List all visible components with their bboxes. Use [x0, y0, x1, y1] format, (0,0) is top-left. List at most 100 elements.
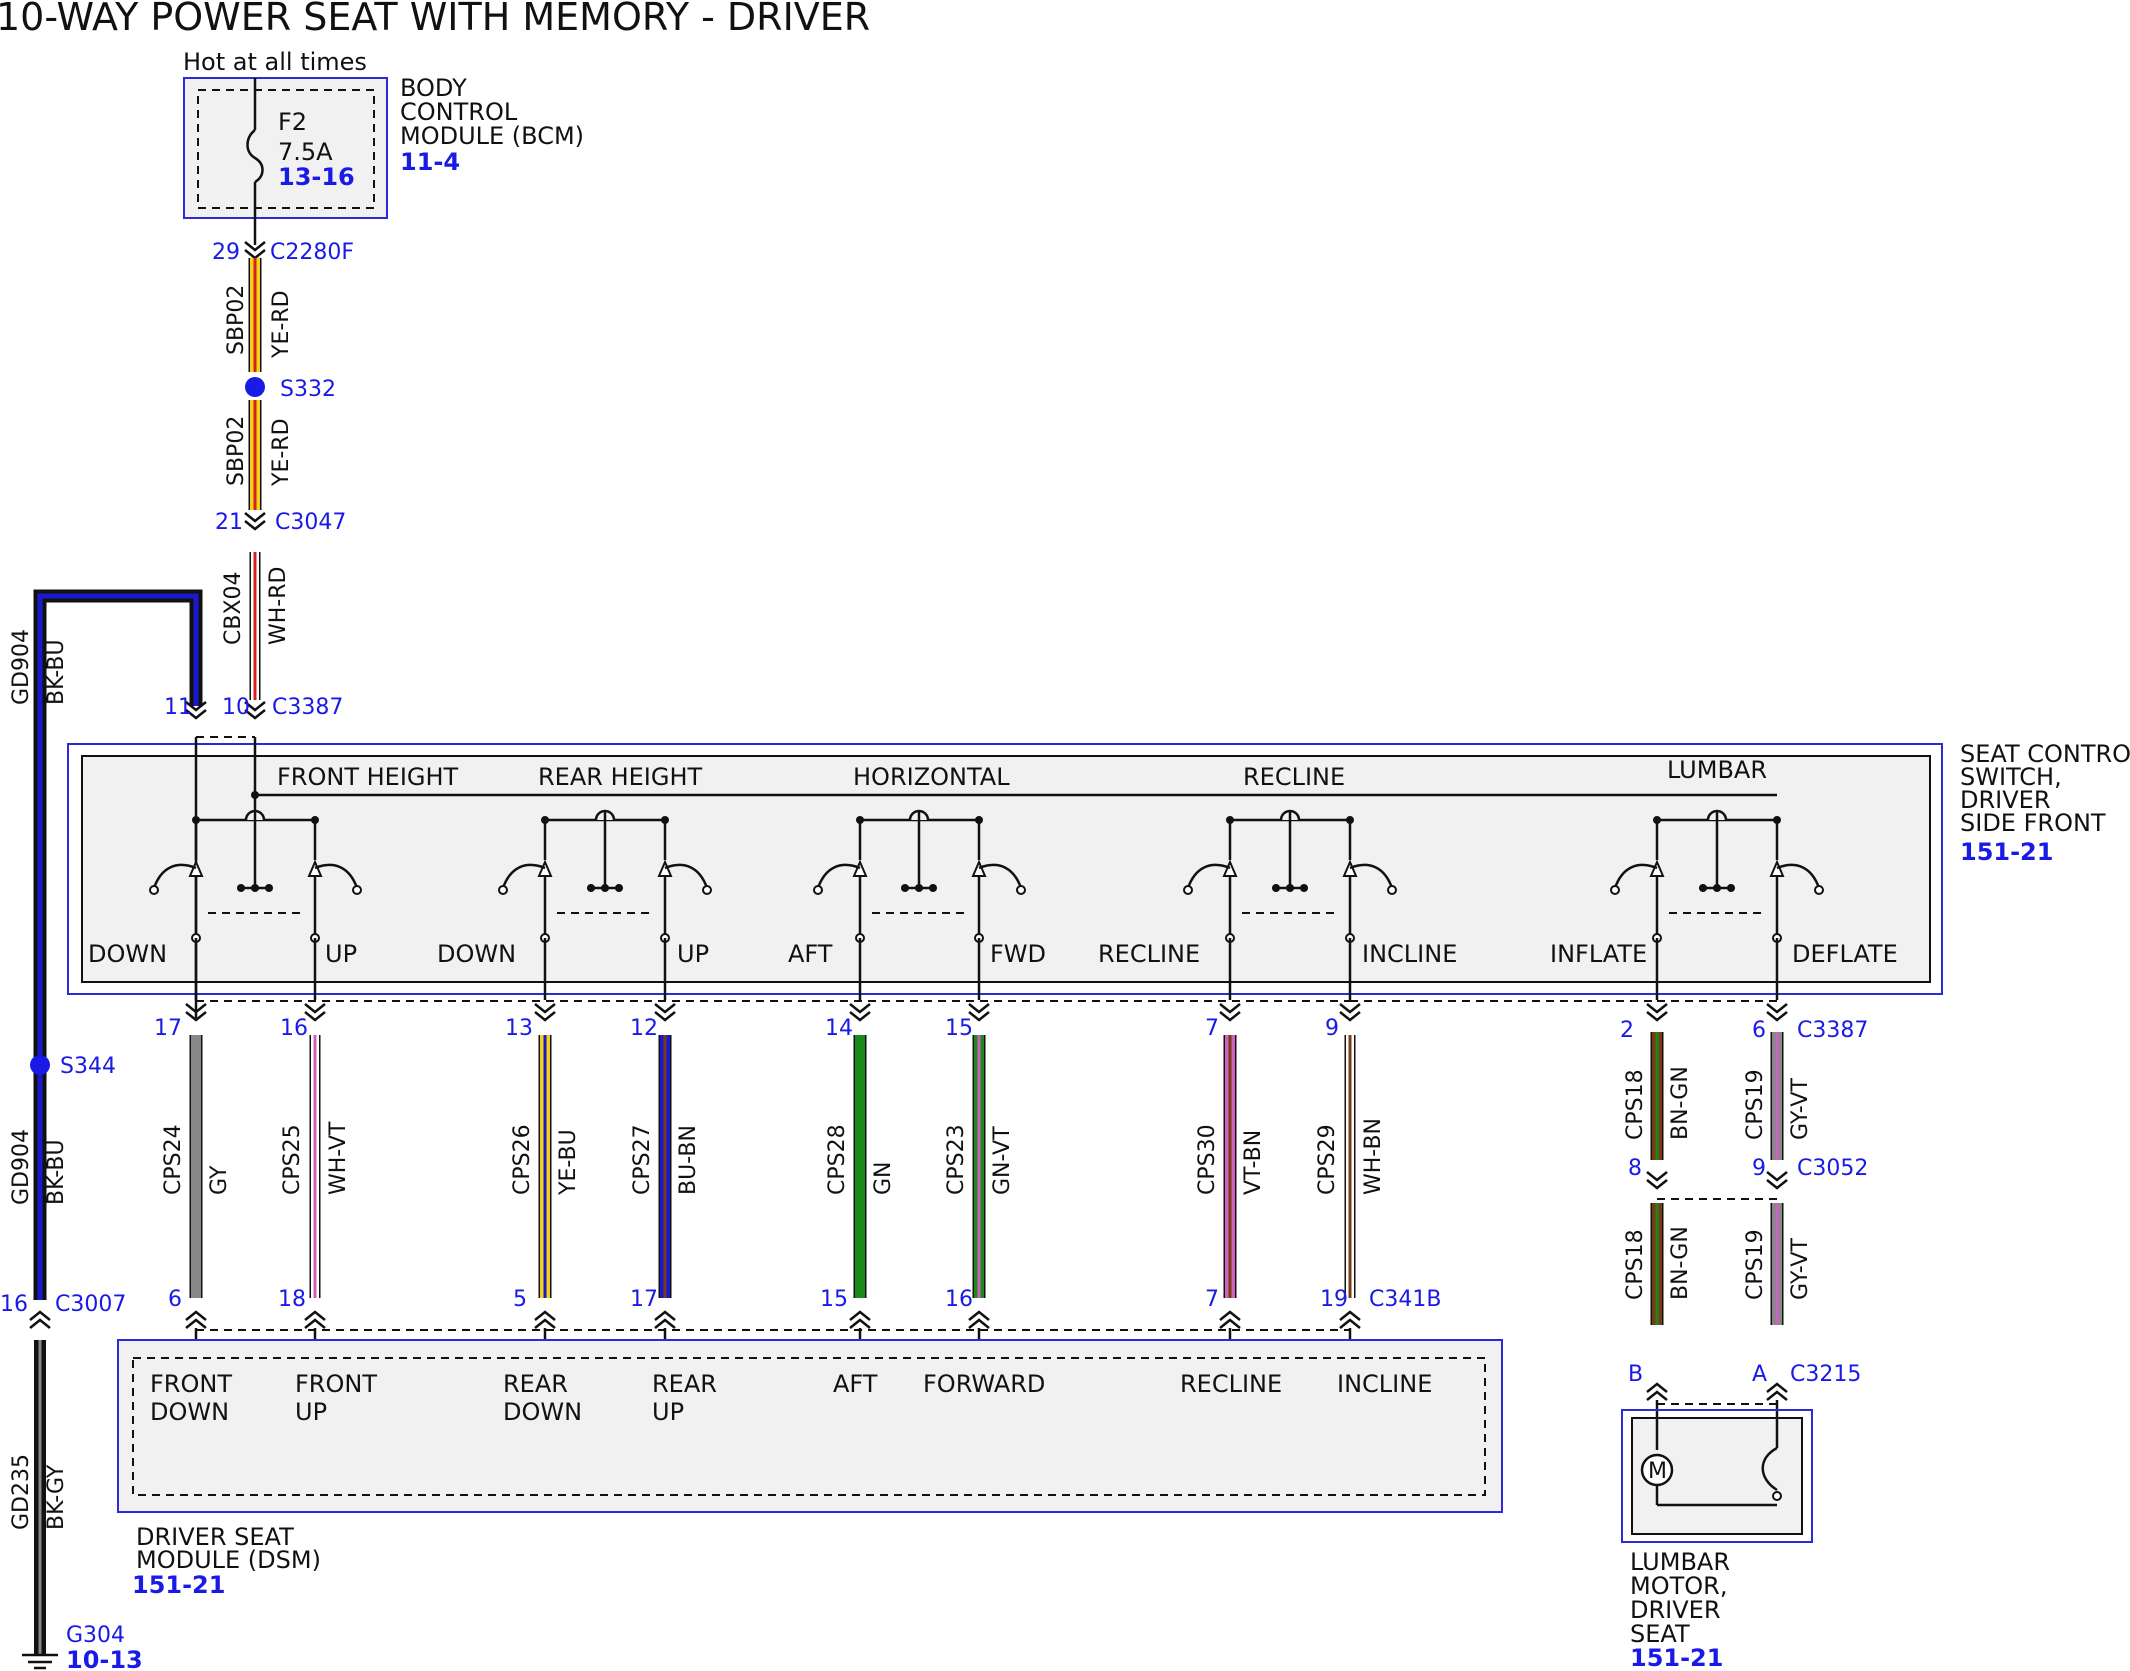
- switch-blade: [152, 863, 197, 889]
- pin-dsm-input: [185, 1310, 207, 1329]
- splice-label: S344: [60, 1054, 116, 1079]
- circuit-label: SBP02: [224, 416, 249, 486]
- pin-number: 15: [945, 1016, 973, 1041]
- pin-dsm-input: [654, 1310, 676, 1329]
- junction-dot: [1300, 884, 1308, 892]
- wire-color-label: BK-BU: [44, 1139, 69, 1205]
- dsm-input-label: UP: [295, 1398, 327, 1426]
- dsm-input-label: DOWN: [150, 1398, 229, 1426]
- splice-s344: [30, 1055, 50, 1075]
- junction-dot: [929, 884, 937, 892]
- switch-position-label: DOWN: [88, 940, 167, 968]
- circuit-label: GD235: [9, 1454, 34, 1530]
- pin-number: 15: [820, 1287, 848, 1312]
- pin-number: B: [1628, 1362, 1643, 1387]
- wire-cps18-lower: [1650, 1203, 1664, 1325]
- connector-c3387: C3387: [272, 695, 343, 720]
- junction-dot: [265, 884, 273, 892]
- switch-group-label: FRONT HEIGHT: [277, 763, 459, 791]
- limit-switch-icon: [1761, 1446, 1778, 1492]
- fuse-ref-link: 13-16: [278, 163, 355, 191]
- switch-name: SWITCH,: [1960, 763, 2062, 791]
- switch-name: SIDE FRONT: [1960, 809, 2106, 837]
- dsm-input-label: FORWARD: [923, 1370, 1045, 1398]
- switch-position-label: DOWN: [437, 940, 516, 968]
- pin-number: 18: [278, 1287, 306, 1312]
- switch-position-label: RECLINE: [1098, 940, 1200, 968]
- wire-color-label: YE-BU: [556, 1129, 581, 1196]
- connector-c3387-lumbar: C3387: [1797, 1018, 1868, 1043]
- dsm-name: MODULE (DSM): [136, 1546, 321, 1574]
- switch-blade: [501, 863, 546, 889]
- pin-number: 9: [1752, 1156, 1766, 1181]
- pin-number: 21: [215, 510, 243, 535]
- wire-color-label: YE-RD: [269, 290, 294, 359]
- bcm-name: MODULE (BCM): [400, 122, 584, 150]
- circuit-label: CPS19: [1743, 1229, 1768, 1300]
- contact-terminal: [813, 885, 823, 895]
- dsm-ref-link: 151-21: [132, 1571, 225, 1599]
- switch-group-label: HORIZONTAL: [853, 763, 1010, 791]
- dsm-input-label: AFT: [833, 1370, 878, 1398]
- circuit-label: CPS24: [161, 1124, 186, 1195]
- circuit-label: CPS19: [1743, 1069, 1768, 1140]
- wire-color-label: BN-GN: [1668, 1066, 1693, 1140]
- pin-dsm-input: [849, 1310, 871, 1329]
- pin-number: 16: [0, 1292, 28, 1317]
- lumbar-motor-box: [1621, 1409, 1813, 1543]
- pin-number: 16: [280, 1016, 308, 1041]
- connector-c3215: C3215: [1790, 1362, 1861, 1387]
- wire-cps27: [658, 1035, 672, 1298]
- pin-switch-output: [304, 1003, 326, 1022]
- wire-sbp02-upper: [248, 258, 262, 372]
- pin-number: A: [1752, 1362, 1767, 1387]
- wire-color-label: BN-GN: [1668, 1226, 1693, 1300]
- pin-number: 2: [1620, 1018, 1634, 1043]
- switch-blade: [1186, 863, 1231, 889]
- wire-gd904: [37, 593, 199, 1300]
- pin-number: 7: [1205, 1016, 1219, 1041]
- switch-name: DRIVER: [1960, 786, 2051, 814]
- pin-c3387-10: [244, 701, 266, 720]
- switch-group-label: LUMBAR: [1667, 756, 1767, 784]
- junction-dot: [1286, 884, 1294, 892]
- wire-color-label: BK-GY: [44, 1464, 69, 1530]
- wire-color-label: BU-BN: [676, 1125, 701, 1195]
- fuse-icon: [246, 129, 264, 184]
- pin-c3007-16: [29, 1310, 51, 1329]
- switch-blade: [978, 863, 1023, 889]
- pin-number: 9: [1325, 1016, 1339, 1041]
- pin-c3215: [1646, 1382, 1668, 1401]
- dsm-input-label: FRONT: [295, 1370, 377, 1398]
- dsm-input-label: FRONT: [150, 1370, 232, 1398]
- pin-number: 12: [630, 1016, 658, 1041]
- wire-cps19-lower: [1770, 1203, 1784, 1325]
- pin-dsm-input: [968, 1310, 990, 1329]
- junction-dot: [901, 884, 909, 892]
- pin-number: 14: [825, 1016, 853, 1041]
- wire-color-label: GN: [871, 1161, 896, 1195]
- circuit-label: CPS28: [825, 1124, 850, 1195]
- switch-ref-link: 151-21: [1960, 838, 2053, 866]
- ground-ref-link: 10-13: [66, 1646, 143, 1671]
- pin-switch-output: [534, 1003, 556, 1022]
- circuit-label: GD904: [9, 629, 34, 705]
- wire-cps19-upper: [1770, 1032, 1784, 1160]
- pin-dsm-input: [304, 1310, 326, 1329]
- junction-dot: [915, 884, 923, 892]
- bcm-box: [183, 77, 388, 219]
- lumbar-motor-name: MOTOR,: [1630, 1572, 1727, 1600]
- circuit-label: CPS29: [1315, 1124, 1340, 1195]
- circuit-label: CPS18: [1623, 1069, 1648, 1140]
- dsm-input-label: RECLINE: [1180, 1370, 1282, 1398]
- wire-cbx04: [249, 552, 261, 700]
- contact-terminal: [1183, 885, 1193, 895]
- switch-name: SEAT CONTROL: [1960, 740, 2130, 768]
- splice-label: S332: [280, 377, 336, 402]
- pin-dsm-input: [1339, 1310, 1361, 1329]
- connector-c3052: C3052: [1797, 1156, 1868, 1181]
- dsm-input-label: DOWN: [503, 1398, 582, 1426]
- junction-dot: [601, 884, 609, 892]
- pin-number: 6: [168, 1287, 182, 1312]
- contact-terminal: [149, 885, 159, 895]
